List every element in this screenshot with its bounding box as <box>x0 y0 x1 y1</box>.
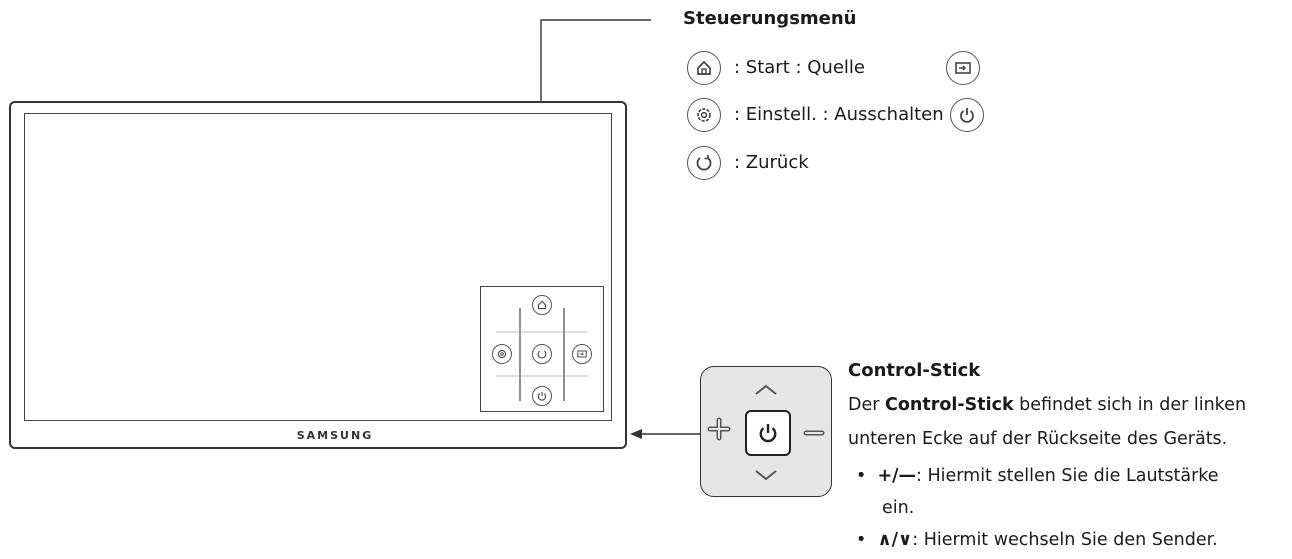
stick-description-line1: Der Control-Stick befindet sich in der l… <box>848 390 1246 420</box>
desc-bold: Control-Stick <box>885 395 1014 415</box>
settings-gear-icon <box>687 98 721 132</box>
desc-prefix: Der <box>848 395 885 415</box>
panel-back-icon <box>532 344 552 364</box>
bullet-channel: • ∧/∨: Hiermit wechseln Sie den Sender. <box>856 530 1218 550</box>
channel-up-icon <box>755 384 777 395</box>
channel-symbols: ∧/∨ <box>877 530 913 550</box>
source-input-icon <box>946 51 980 85</box>
stick-title: Control-Stick <box>848 360 981 381</box>
home-icon <box>687 51 721 85</box>
power-icon <box>950 98 984 132</box>
stick-description-line2: unteren Ecke auf der Rückseite des Gerät… <box>848 429 1228 449</box>
desc-suffix: befindet sich in der linken <box>1013 395 1247 415</box>
panel-home-icon <box>532 295 552 315</box>
channel-down-icon <box>755 470 777 481</box>
panel-source-icon <box>572 344 592 364</box>
bullet-dot: • <box>856 530 878 550</box>
control-stick-symbols <box>707 384 825 481</box>
menu-title: Steuerungsmenü <box>683 8 857 29</box>
menu-item-zurueck: : Zurück <box>734 152 809 173</box>
menu-item-start-quelle: : Start : Quelle <box>734 57 865 78</box>
panel-power-icon <box>532 386 552 406</box>
back-return-icon <box>687 146 721 180</box>
volume-symbols: +/— <box>877 466 917 486</box>
panel-settings-icon <box>492 344 512 364</box>
channel-text: : Hiermit wechseln Sie den Sender. <box>912 530 1218 550</box>
bullet-volume: • +/—: Hiermit stellen Sie die Lautstärk… <box>856 466 1219 486</box>
tv-screen <box>24 113 612 421</box>
stick-power-button <box>745 410 791 456</box>
tv-brand-logo: SAMSUNG <box>296 429 374 442</box>
menu-item-einstell-ausschalten: : Einstell. : Ausschalten <box>734 104 944 125</box>
stick-arrow-head <box>630 429 642 439</box>
control-menu-grid <box>496 308 588 401</box>
bullet-volume-cont: ein. <box>882 498 915 518</box>
bullet-dot: • <box>856 466 878 486</box>
volume-text: : Hiermit stellen Sie die Lautstärke <box>916 466 1219 486</box>
